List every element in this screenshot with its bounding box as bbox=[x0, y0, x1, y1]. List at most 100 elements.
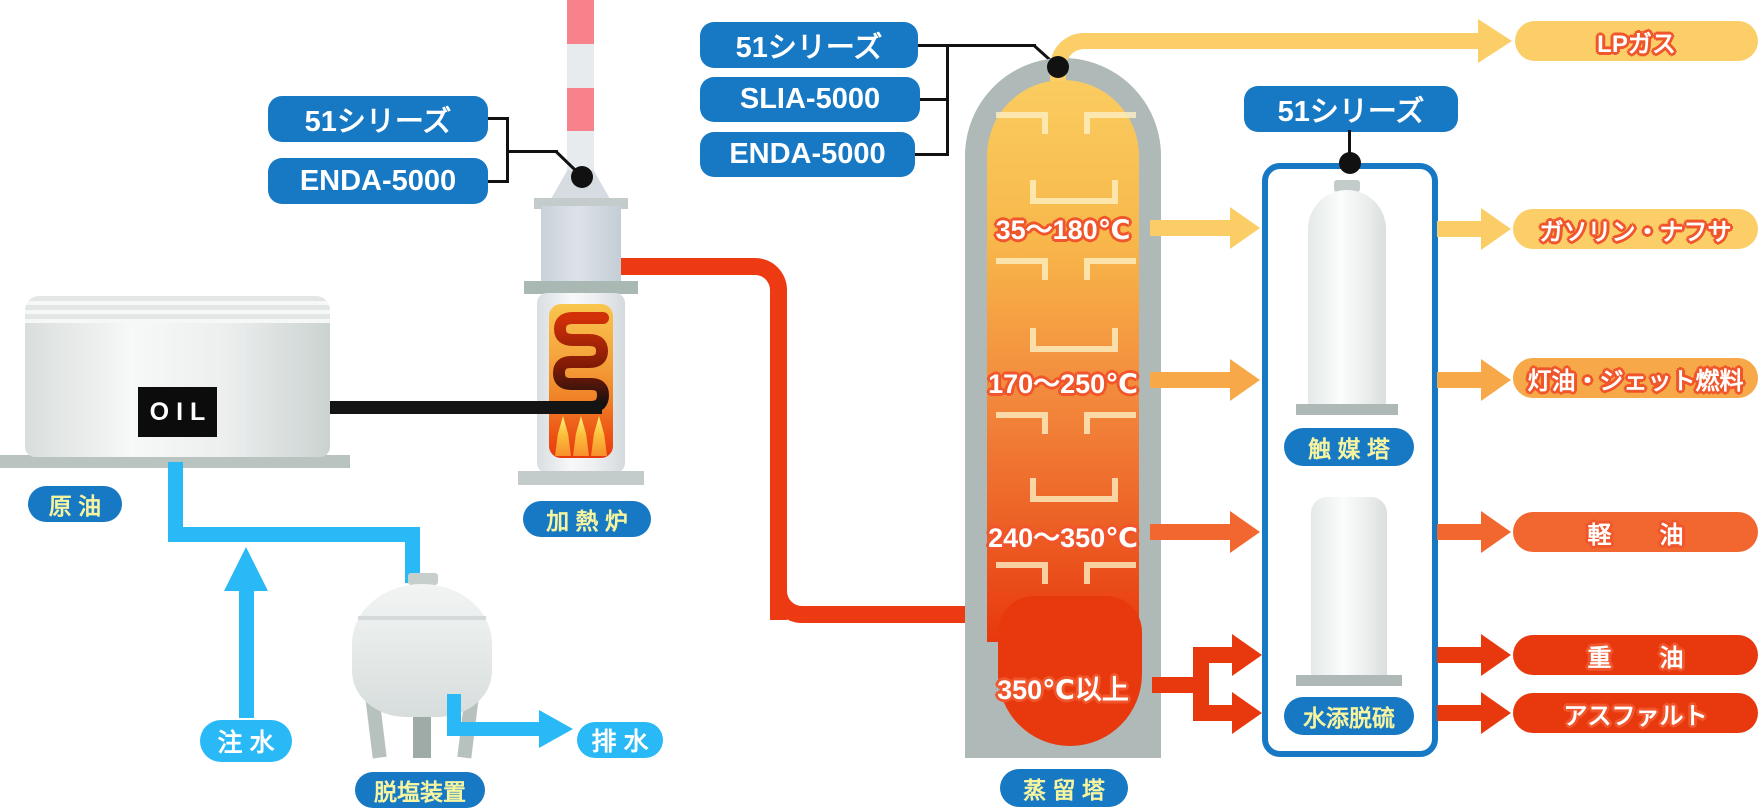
temp-zone-1: 35〜180℃ bbox=[963, 208, 1163, 247]
tower-tray bbox=[1030, 478, 1118, 502]
tag-furnace-enda5000: ENDA-5000 bbox=[268, 158, 488, 204]
arrow-bottoms-upper bbox=[1200, 633, 1262, 677]
connector-dot bbox=[1047, 56, 1069, 78]
product-pill-gasoline-naphtha: ガソリン・ナフサ bbox=[1513, 209, 1758, 249]
tag-tower-slia5000-label: SLIA-5000 bbox=[739, 83, 881, 115]
crude-oil-label: 原 油 bbox=[48, 493, 102, 519]
catalyst-tower-base bbox=[1296, 404, 1398, 415]
tag-unit-51series: 51シリーズ bbox=[1244, 86, 1458, 132]
product-pill-heavy-oil: 重 油 bbox=[1513, 635, 1758, 675]
tag-tower-51series: 51シリーズ bbox=[700, 22, 918, 68]
product-asphalt-label: アスファルト bbox=[1563, 702, 1708, 730]
bottoms-pipe-stub bbox=[1152, 677, 1200, 693]
tower-tray bbox=[1084, 412, 1136, 434]
connector-dot bbox=[1339, 152, 1361, 174]
desalter-cap bbox=[408, 573, 438, 585]
tower-tray bbox=[1030, 328, 1118, 352]
tower-tray bbox=[996, 112, 1048, 134]
arrow-heavyoil-out bbox=[1437, 633, 1511, 677]
tower-tray bbox=[1084, 112, 1136, 134]
hydrodesulfurization-vessel bbox=[1311, 497, 1387, 678]
connector-line bbox=[488, 117, 508, 120]
product-light-oil-label: 軽 油 bbox=[1587, 521, 1684, 549]
tag-furnace-51series-label: 51シリーズ bbox=[304, 106, 452, 138]
temp-zone-4: 350℃以上 bbox=[963, 668, 1163, 707]
oil-sign: OIL bbox=[138, 387, 217, 437]
water-pipe-vertical bbox=[168, 462, 183, 542]
tank-rings bbox=[25, 296, 330, 323]
connector-line bbox=[946, 44, 949, 156]
tower-bottom-bulge bbox=[998, 596, 1142, 746]
product-pill-light-oil: 軽 油 bbox=[1513, 512, 1758, 552]
water-out-arrow-head bbox=[539, 710, 573, 748]
furnace-pill: 加 熱 炉 bbox=[523, 501, 651, 537]
connector-dot bbox=[571, 166, 593, 188]
desalter-seam bbox=[358, 616, 486, 620]
water-pipe-down bbox=[405, 527, 420, 583]
hydrodesulfurization-pill: 水添脱硫 bbox=[1284, 697, 1414, 735]
hydrodesulfurization-label: 水添脱硫 bbox=[1303, 705, 1395, 731]
black-feed-pipe bbox=[330, 401, 602, 414]
tag-tower-enda5000-label: ENDA-5000 bbox=[729, 138, 886, 170]
connector-line bbox=[506, 150, 558, 153]
arrow-lightoil-in bbox=[1150, 510, 1260, 554]
tag-furnace-enda5000-label: ENDA-5000 bbox=[299, 164, 457, 197]
catalyst-tower-label: 触 媒 塔 bbox=[1308, 436, 1390, 462]
temp-zone-2: 170〜250℃ bbox=[963, 362, 1163, 401]
crude-oil-pill: 原 油 bbox=[28, 486, 122, 522]
oil-tank bbox=[25, 296, 330, 457]
water-out-label: 排 水 bbox=[591, 728, 649, 756]
connector-line bbox=[918, 44, 948, 47]
water-in-label: 注 水 bbox=[217, 729, 275, 757]
water-out-pipe-v bbox=[447, 694, 461, 730]
temp-zone-3: 240〜350℃ bbox=[963, 516, 1163, 555]
tower-tray bbox=[996, 258, 1048, 280]
product-pill-lp-gas: LPガス bbox=[1515, 21, 1758, 61]
arrow-kerosene-out bbox=[1437, 358, 1511, 402]
temp-zone-2-label: 170〜250℃ bbox=[988, 369, 1138, 399]
arrow-gasoline-in bbox=[1150, 206, 1260, 250]
furnace-bottom-flange bbox=[518, 471, 644, 485]
connector-line bbox=[915, 153, 948, 156]
water-in-arrow-shaft bbox=[239, 588, 254, 718]
product-kerosene-jet-label: 灯油・ジェット燃料 bbox=[1527, 367, 1744, 395]
temp-zone-3-label: 240〜350℃ bbox=[988, 523, 1138, 553]
furnace-top-flange bbox=[534, 198, 628, 209]
temp-zone-1-label: 35〜180℃ bbox=[995, 215, 1131, 245]
tower-tray bbox=[1084, 258, 1136, 280]
product-pill-asphalt: アスファルト bbox=[1513, 693, 1758, 733]
furnace-pedestal bbox=[541, 206, 621, 282]
water-out-pill: 排 水 bbox=[577, 722, 663, 758]
furnace-label: 加 熱 炉 bbox=[546, 508, 628, 534]
tag-tower-51series-label: 51シリーズ bbox=[735, 32, 883, 64]
tower-tray bbox=[996, 412, 1048, 434]
tag-tower-enda5000: ENDA-5000 bbox=[700, 132, 915, 177]
catalyst-tower-vessel bbox=[1308, 190, 1386, 406]
arrow-gasoline-out bbox=[1437, 207, 1511, 251]
distillation-tower-pill: 蒸 留 塔 bbox=[1000, 769, 1128, 807]
arrow-bottoms-lower bbox=[1200, 691, 1262, 735]
tag-unit-51series-label: 51シリーズ bbox=[1277, 96, 1425, 128]
temp-zone-4-label: 350℃以上 bbox=[997, 675, 1129, 705]
furnace-coil bbox=[549, 312, 609, 413]
furnace-mid-flange bbox=[524, 281, 638, 294]
arrow-lightoil-out bbox=[1437, 510, 1511, 554]
catalyst-tower-pill: 触 媒 塔 bbox=[1284, 428, 1414, 466]
tank-platform bbox=[0, 455, 350, 468]
connector-line bbox=[946, 44, 1036, 47]
product-pill-kerosene-jet: 灯油・ジェット燃料 bbox=[1513, 358, 1758, 398]
desalter-vessel bbox=[352, 584, 492, 717]
distillation-tower-label: 蒸 留 塔 bbox=[1023, 777, 1105, 803]
water-pipe-horizontal bbox=[168, 527, 420, 542]
tower-tray bbox=[1084, 562, 1136, 584]
tower-inner-column bbox=[987, 80, 1139, 642]
desalter-label: 脱塩装置 bbox=[374, 779, 466, 805]
red-pipe-elbow-bottom bbox=[770, 508, 1008, 623]
lp-gas-arrow-head bbox=[1478, 19, 1512, 63]
tag-tower-slia5000: SLIA-5000 bbox=[700, 77, 920, 122]
catalyst-tower-cap bbox=[1334, 180, 1360, 192]
connector-line bbox=[1348, 130, 1351, 156]
hydrodesulfurization-base bbox=[1296, 675, 1402, 686]
arrow-asphalt-out bbox=[1437, 691, 1511, 735]
